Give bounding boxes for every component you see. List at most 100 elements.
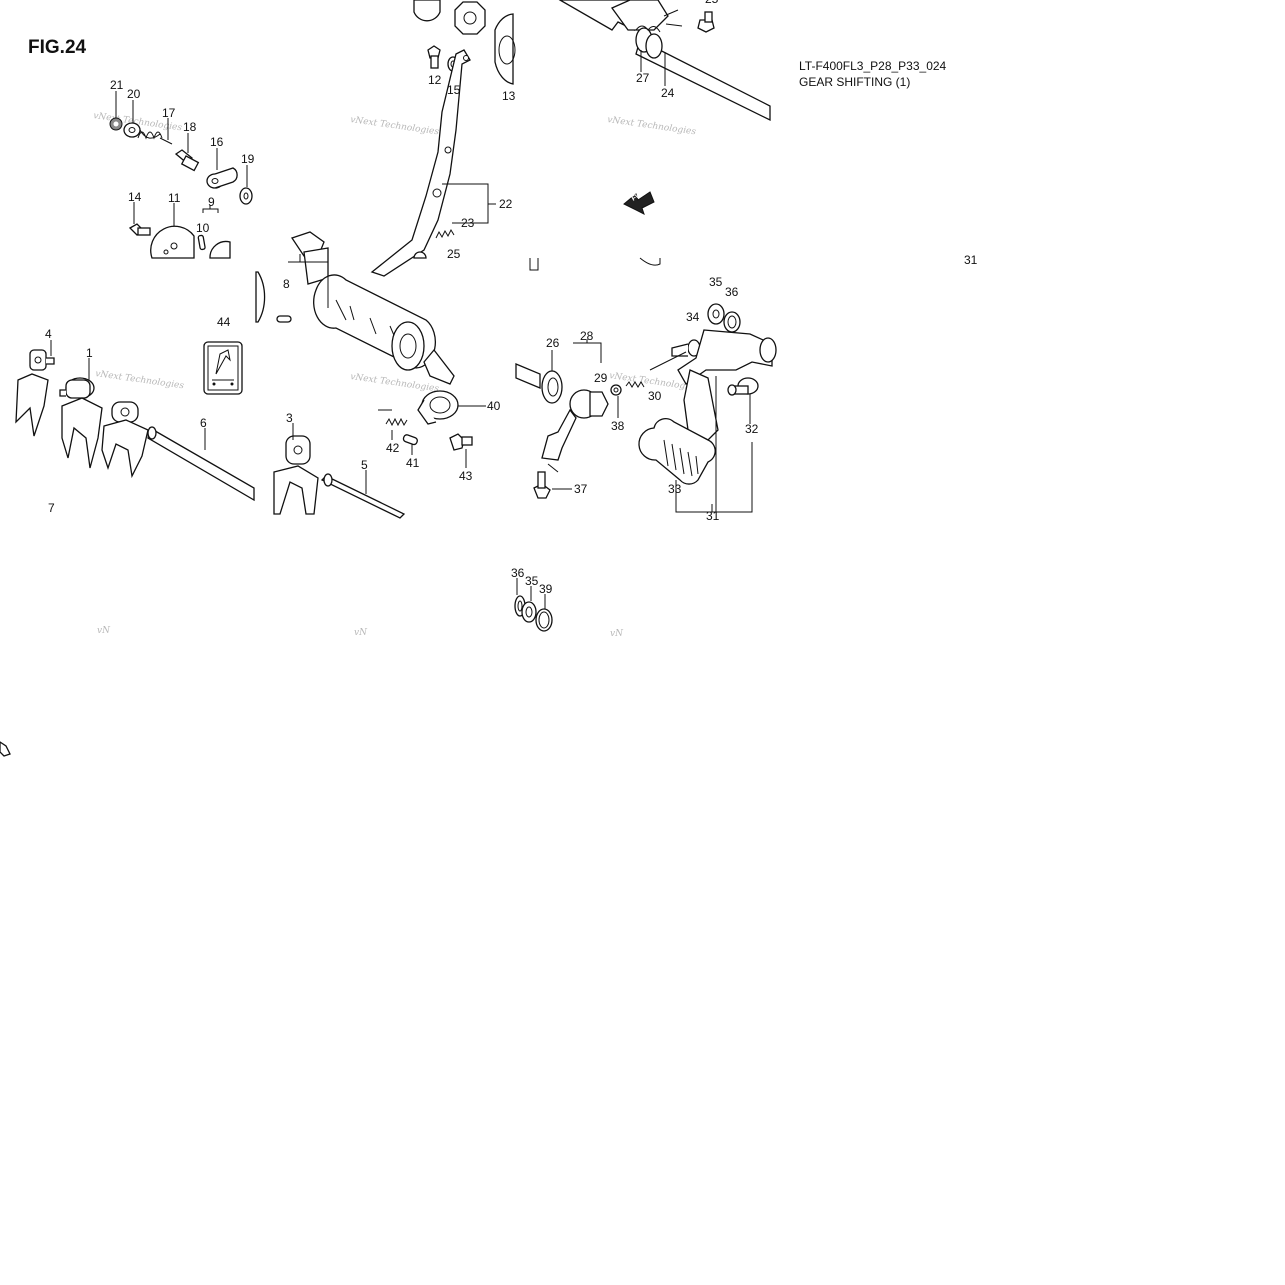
bracket-part-40	[417, 348, 486, 425]
callout-42: 42	[386, 441, 400, 455]
callout-32: 32	[745, 422, 759, 436]
callout-26: 26	[546, 336, 560, 350]
shift-lever-part-29	[541, 389, 609, 473]
watermark-3: vNext Technologies	[607, 115, 697, 137]
pin-part-10	[197, 234, 206, 251]
tile-top-left: 21 20 17 18 16 19 14 11 9 10	[109, 78, 255, 259]
shift-pedal-part-33	[638, 369, 719, 485]
callout-21: 21	[110, 78, 124, 92]
bearing-fragment	[255, 271, 266, 323]
callout-30: 30	[648, 389, 662, 403]
callout-38: 38	[611, 419, 625, 433]
tile-mid-left: 4 1 6 44 7	[15, 315, 255, 515]
callout-41: 41	[406, 456, 420, 470]
callout-34: 34	[686, 310, 700, 324]
washer-part-19	[239, 187, 253, 205]
spring-part-23	[435, 228, 455, 239]
plate-part-11	[150, 225, 195, 259]
watermark-group: vNext Technologies vNext Technologies vN…	[93, 111, 699, 639]
bolt-part-25	[697, 11, 715, 33]
fwd-direction-arrow: FWD	[623, 189, 655, 215]
bolt-part-43	[449, 433, 473, 451]
callout-9: 9	[208, 195, 215, 209]
shift-shaft-part-24	[635, 39, 771, 122]
spring-collar-part-27	[635, 25, 663, 59]
callout-20: 20	[127, 87, 141, 101]
shift-drum-part-8	[290, 231, 436, 371]
figure-title: FIG.24	[28, 37, 87, 58]
spring-part-30	[625, 381, 645, 388]
callout-25: 25	[705, 0, 719, 6]
gear-segment-part-9	[209, 240, 231, 259]
callout-12: 12	[428, 73, 442, 87]
callout-43: 43	[459, 469, 473, 483]
circlip-part-39	[535, 608, 553, 632]
bolt-part-12	[427, 45, 441, 69]
callout-4: 4	[45, 327, 52, 341]
callout-17: 17	[162, 106, 176, 120]
gear-part-13	[413, 0, 516, 85]
callout-10: 10	[196, 221, 210, 235]
callout-33: 33	[668, 482, 682, 496]
spring-part-42	[385, 417, 408, 427]
callout-6: 6	[200, 416, 207, 430]
pin-part-25-bottom	[413, 251, 427, 259]
shift-fork-part-1	[59, 377, 103, 469]
callout-39: 39	[539, 582, 553, 596]
callout-31-right: 31	[964, 253, 978, 267]
bolt-part-37	[533, 471, 551, 499]
tile-mid-right: 26 28 29 30 38 34 35 36 32 33 37 31	[515, 275, 777, 523]
callout-35-lower: 35	[525, 574, 539, 588]
shift-arm-part-22	[370, 49, 471, 277]
spring-part-17	[137, 129, 173, 145]
tile-mid-middle: 8 40 42 41 43 3 5	[255, 231, 501, 519]
bearing-part-26	[541, 370, 563, 404]
callout-44: 44	[217, 315, 231, 329]
fork-shaft-part-5	[320, 473, 406, 519]
callout-28: 28	[580, 329, 594, 343]
seal-part-36	[723, 311, 741, 333]
washer-part-35	[707, 303, 725, 325]
shift-fork-unlabeled	[101, 401, 149, 479]
label-plate-part-44	[203, 341, 243, 395]
dowel-pin	[276, 315, 292, 323]
bracket-fragment	[529, 258, 539, 271]
callout-8: 8	[283, 277, 290, 291]
tile-lower-fragments: 36 35 39	[0, 566, 553, 757]
callout-29: 29	[594, 371, 608, 385]
collar-part-34	[671, 339, 701, 357]
bolt-part-14	[128, 223, 151, 236]
callout-1: 1	[86, 346, 93, 360]
callout-7: 7	[48, 501, 55, 515]
callout-36: 36	[725, 285, 739, 299]
watermark-4: vNext Technologies	[95, 369, 185, 391]
callout-15: 15	[447, 83, 461, 97]
callout-40: 40	[487, 399, 501, 413]
washer-part-35-lower	[521, 601, 537, 623]
callout-23: 23	[461, 216, 475, 230]
callout-24: 24	[661, 86, 675, 100]
section-title-label: GEAR SHIFTING (1)	[799, 75, 911, 89]
callout-36-lower: 36	[511, 566, 525, 580]
callout-25-lower: 25	[447, 247, 461, 261]
callout-3: 3	[286, 411, 293, 425]
shift-fork-part-4	[15, 349, 55, 437]
callout-27: 27	[636, 71, 650, 85]
watermark-7: vN	[97, 626, 111, 636]
callout-16: 16	[210, 135, 224, 149]
edge-fragment	[0, 741, 11, 757]
watermark-5: vNext Technologies	[350, 372, 440, 394]
callout-37: 37	[574, 482, 588, 496]
callout-11: 11	[168, 191, 181, 205]
model-code-label: LT-F400FL3_P28_P33_024	[799, 59, 947, 73]
watermark-9: vN	[610, 629, 624, 639]
callout-31: 31	[706, 509, 720, 523]
callout-22: 22	[499, 197, 513, 211]
pedal-bracket-part-31	[677, 329, 777, 385]
watermark-8: vN	[354, 628, 368, 638]
washer-part-38	[610, 384, 622, 396]
nut-part-21	[109, 117, 123, 131]
shift-fork-part-3	[273, 435, 319, 515]
fork-shaft-part-6	[147, 426, 255, 502]
